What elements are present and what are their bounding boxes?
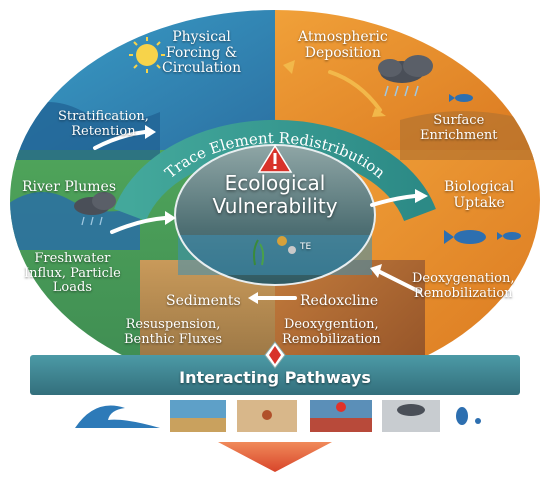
label-surface-enrichment: Surface Enrichment — [420, 113, 498, 143]
arrow-heads — [145, 60, 428, 304]
label-deoxygenation-right: Deoxygenation, Remobilization — [412, 271, 515, 301]
flow-arrows — [93, 70, 422, 300]
label-physical-forcing: Physical Forcing & Circulation — [162, 29, 242, 77]
microbe-icon — [456, 407, 481, 425]
label-resuspension: Resuspension, Benthic Fluxes — [124, 317, 223, 347]
storm-cloud-icon — [74, 192, 116, 226]
center-title: Ecological Vulnerability — [212, 171, 338, 218]
te-label: TE — [300, 242, 312, 252]
plant-icon — [253, 239, 265, 266]
fish-icon — [449, 94, 473, 102]
pathways-banner — [30, 355, 520, 395]
icon-strip — [75, 400, 481, 432]
fish-pair-icon — [444, 230, 521, 244]
arrow-deoxygenation — [378, 270, 422, 294]
left-wave-shape — [10, 102, 160, 160]
down-arrow — [218, 442, 332, 472]
center-water — [178, 235, 372, 275]
wave-icon — [75, 405, 160, 428]
strip-cloud — [397, 404, 425, 416]
label-stratification: Stratification, Retention — [58, 109, 149, 139]
particle-icon — [288, 246, 296, 254]
arrow-stratification — [93, 130, 147, 150]
label-deoxygenation-bottom: Deoxygention, Remobilization — [282, 317, 381, 347]
label-biological-uptake: Biological Uptake — [444, 179, 515, 211]
banner-title: Interacting Pathways — [179, 368, 371, 387]
alert-dot — [336, 402, 346, 412]
inner-ring-band — [114, 119, 436, 222]
arrow-atmospheric — [328, 70, 382, 112]
particle-icon — [277, 236, 287, 246]
warning-layer-band — [310, 418, 372, 432]
right-ground-shape — [400, 111, 540, 160]
warning-icon — [257, 144, 293, 173]
label-freshwater: Freshwater Influx, Particle Loads — [24, 251, 121, 296]
rain-cloud-icon — [378, 55, 433, 97]
arrow-river — [110, 216, 167, 234]
label-sediments: Sediments — [166, 293, 241, 309]
ocean-photo-sand — [170, 418, 226, 432]
label-redoxcline: Redoxcline — [300, 293, 379, 309]
arrow-biological — [370, 194, 417, 207]
sun-icon — [129, 37, 165, 73]
banner-diamond-icon — [264, 341, 286, 369]
label-atmospheric-deposition: Atmospheric Deposition — [298, 29, 388, 61]
river-wave-shape — [10, 192, 140, 250]
label-river-plumes: River Plumes — [22, 179, 117, 195]
crab-body — [262, 410, 272, 420]
